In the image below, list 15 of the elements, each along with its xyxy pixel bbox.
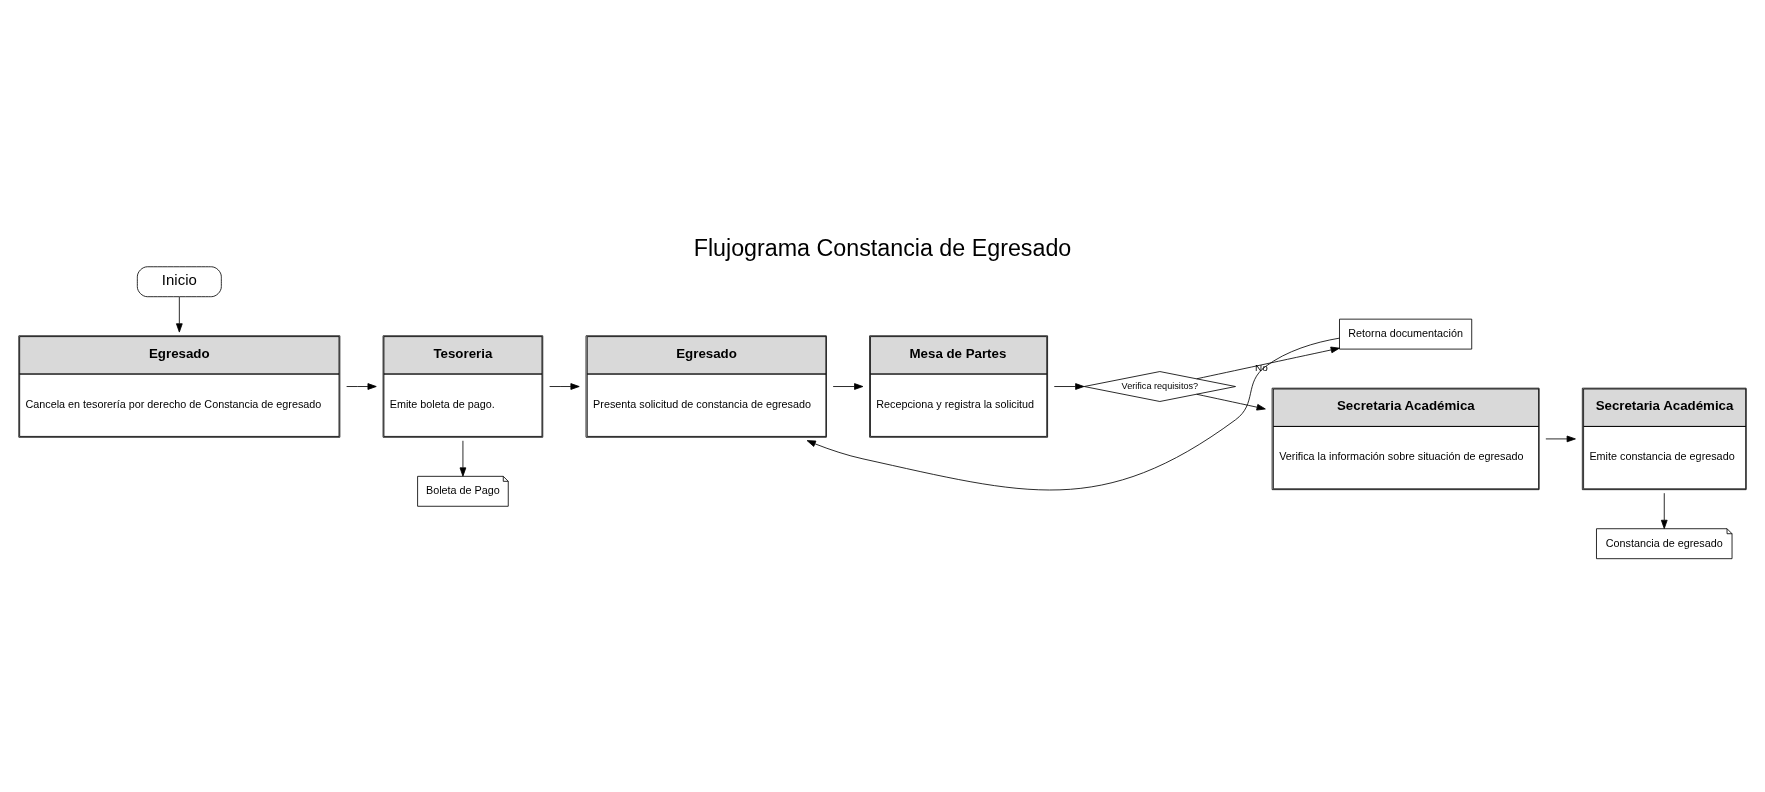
arrow (459, 439, 467, 477)
arrow (176, 296, 183, 332)
arrow (1196, 346, 1340, 379)
diagram-title: Flujograma Constancia de Egresado (693, 234, 1072, 261)
node-box: Inicio (136, 265, 222, 297)
arrow (1660, 492, 1668, 529)
arrow (549, 382, 580, 390)
edge-label: No (1255, 361, 1268, 373)
arrow (1545, 435, 1576, 442)
arrow (832, 382, 864, 390)
arrow (1053, 382, 1085, 390)
arrow (1196, 393, 1266, 410)
node-box: Retorna documentación (1339, 318, 1473, 349)
arrow (346, 382, 377, 390)
node-diamond: Verifica requisitos? (1083, 370, 1236, 402)
